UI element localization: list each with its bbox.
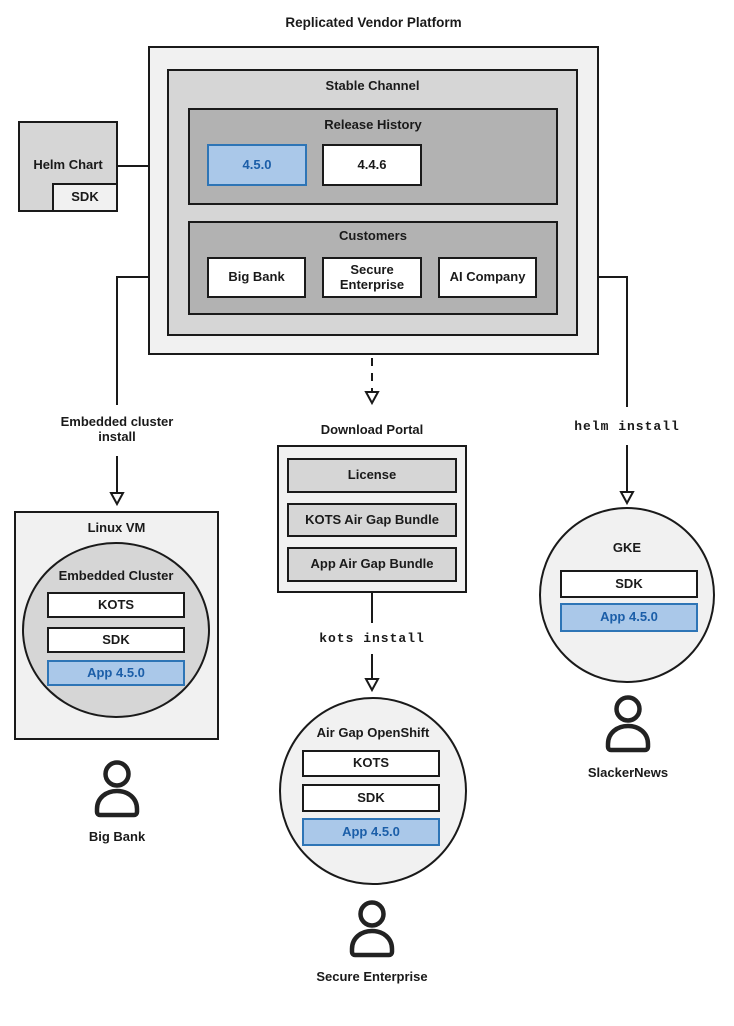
gke-label: GKE	[612, 540, 642, 555]
download-portal-label: Download Portal	[320, 422, 424, 437]
release-4-4-6: 4.4.6	[322, 144, 422, 186]
helm-install-label: helm install	[574, 419, 680, 434]
linux-vm-sdk-box: SDK	[47, 627, 185, 653]
portal-item-app-airgap-bundle: App Air Gap Bundle	[287, 547, 457, 582]
embedded-cluster-install-label: Embedded cluster install	[60, 414, 174, 444]
customer-big-bank: Big Bank	[207, 257, 306, 298]
person-icon	[605, 695, 651, 753]
customer-ai-company: AI Company	[438, 257, 537, 298]
user-big-bank-label: Big Bank	[88, 829, 146, 844]
stable-channel-label: Stable Channel	[325, 78, 420, 93]
person-icon	[349, 900, 395, 958]
person-icon	[94, 760, 140, 818]
helm-chart-label: Helm Chart	[33, 157, 103, 172]
linux-vm-app-box: App 4.5.0	[47, 660, 185, 686]
openshift-sdk-box: SDK	[302, 784, 440, 812]
customer-secure-enterprise: Secure Enterprise	[322, 257, 422, 298]
openshift-app-box: App 4.5.0	[302, 818, 440, 846]
linux-vm-kots-box: KOTS	[47, 592, 185, 618]
helm-chart-sdk-box: SDK	[52, 183, 118, 212]
portal-item-kots-airgap-bundle: KOTS Air Gap Bundle	[287, 503, 457, 537]
portal-item-license: License	[287, 458, 457, 493]
linux-vm-label: Linux VM	[87, 520, 146, 535]
embedded-cluster-label: Embedded Cluster	[58, 568, 174, 583]
arrowhead-down-icon	[364, 678, 380, 693]
gke-sdk-box: SDK	[560, 570, 698, 598]
arrowhead-down-icon	[619, 491, 635, 506]
diagram-title: Replicated Vendor Platform	[285, 15, 462, 30]
air-gap-openshift-label: Air Gap OpenShift	[316, 725, 430, 740]
user-slackernews-label: SlackerNews	[587, 765, 669, 780]
openshift-kots-box: KOTS	[302, 750, 440, 777]
gke-app-box: App 4.5.0	[560, 603, 698, 632]
user-secure-enterprise-label: Secure Enterprise	[316, 969, 428, 984]
kots-install-label: kots install	[319, 631, 425, 646]
arrowhead-down-icon	[109, 492, 125, 507]
release-4-5-0: 4.5.0	[207, 144, 307, 186]
arrowhead-down-icon	[364, 391, 380, 406]
release-history-label: Release History	[324, 117, 422, 132]
customers-label: Customers	[339, 228, 407, 243]
